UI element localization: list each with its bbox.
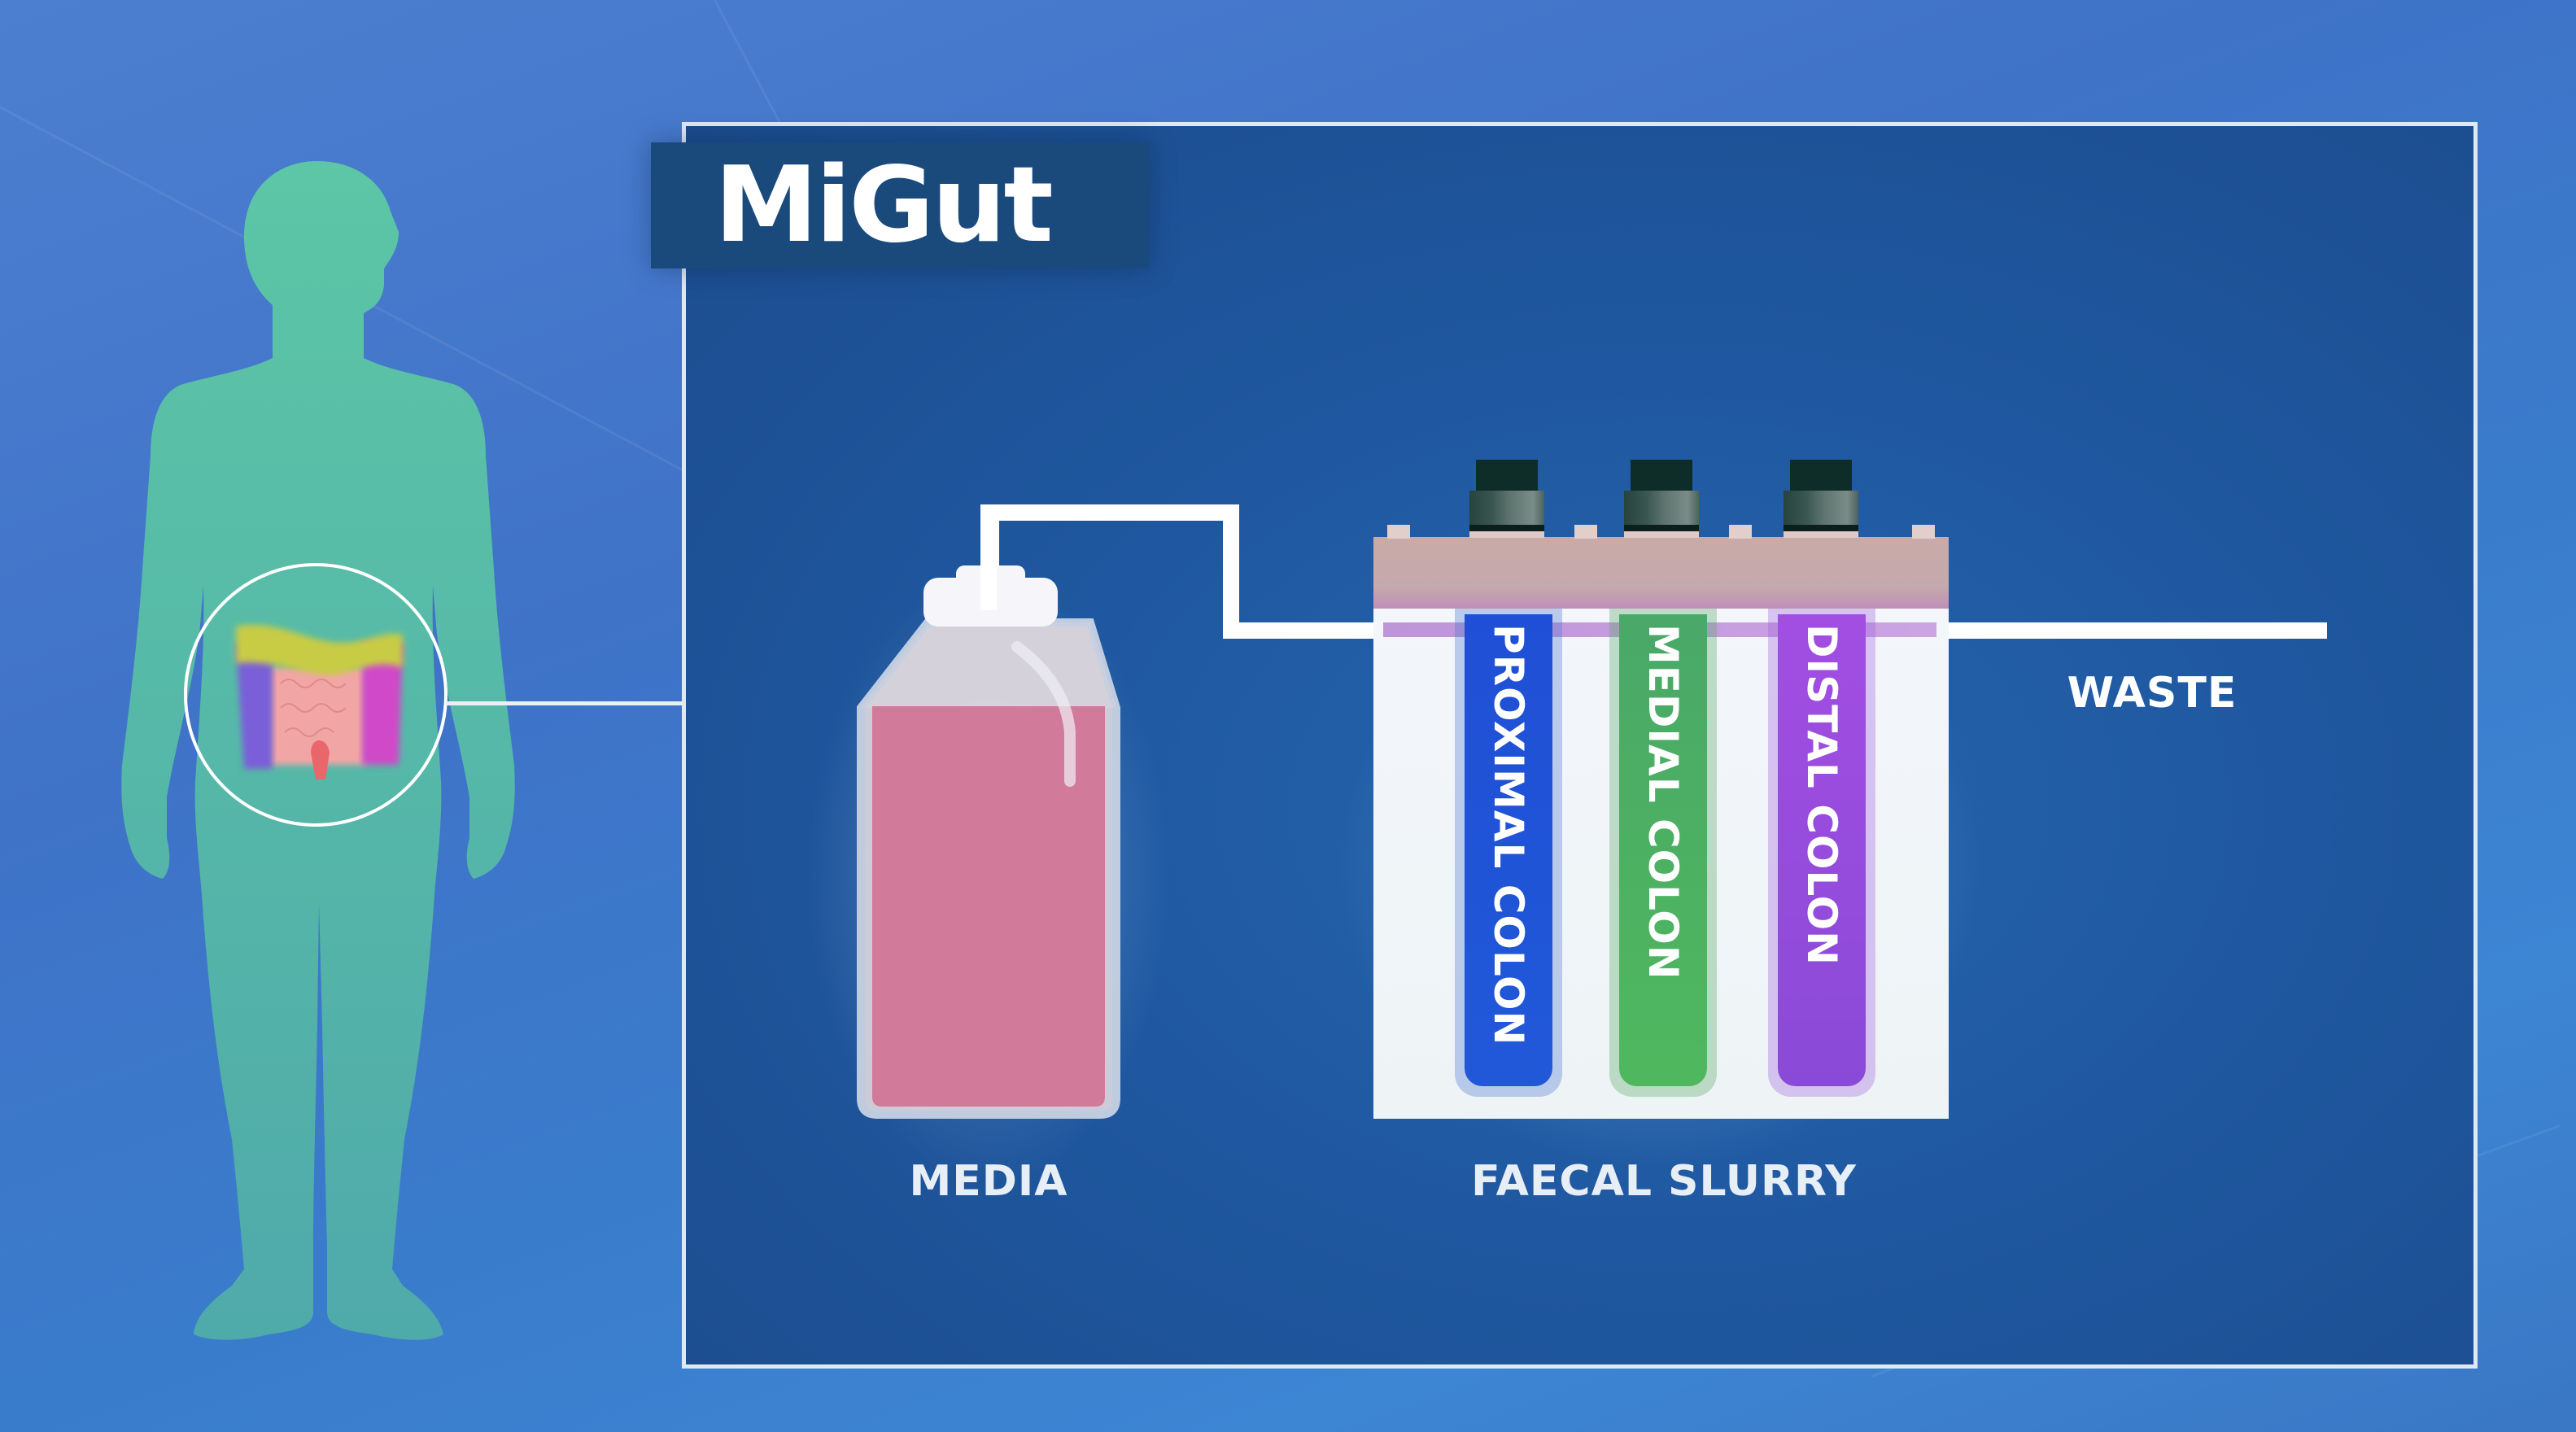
vessel-label: PROXIMAL COLON — [1485, 624, 1532, 1046]
feed-pipe-vertical — [980, 504, 997, 610]
page-title: MiGut — [714, 144, 1054, 266]
lid-nub — [1574, 525, 1597, 539]
media-label: MEDIA — [909, 1157, 1068, 1206]
waste-pipe — [1928, 622, 2327, 639]
vessel-label: MEDIAL COLON — [1639, 624, 1687, 980]
vessel-proximal-colon: PROXIMAL COLON — [1465, 614, 1552, 1086]
gut-zoom-circle — [184, 563, 448, 827]
faecal-slurry-label: FAECAL SLURRY — [1471, 1157, 1857, 1206]
media-bottle-icon — [857, 504, 1120, 1119]
vessel-medial-colon: MEDIAL COLON — [1619, 614, 1707, 1086]
feed-pipe-drop — [1223, 504, 1239, 637]
connector-line — [446, 701, 683, 705]
feed-pipe-horizontal — [980, 504, 1239, 521]
vessel-distal-colon: DISTAL COLON — [1778, 614, 1866, 1086]
vessel-label: DISTAL COLON — [1798, 624, 1845, 966]
reactor-lid — [1373, 537, 1949, 609]
lid-nub — [1912, 525, 1935, 539]
title-banner: MiGut — [651, 142, 1149, 268]
vessel-cap-proximal — [1469, 460, 1544, 538]
lid-nub — [1387, 525, 1410, 539]
lid-nub — [1729, 525, 1752, 539]
feed-pipe-inlet — [1223, 622, 1394, 639]
vessel-cap-distal — [1784, 460, 1858, 538]
vessel-cap-medial — [1624, 460, 1699, 538]
waste-label: WASTE — [2067, 669, 2238, 718]
